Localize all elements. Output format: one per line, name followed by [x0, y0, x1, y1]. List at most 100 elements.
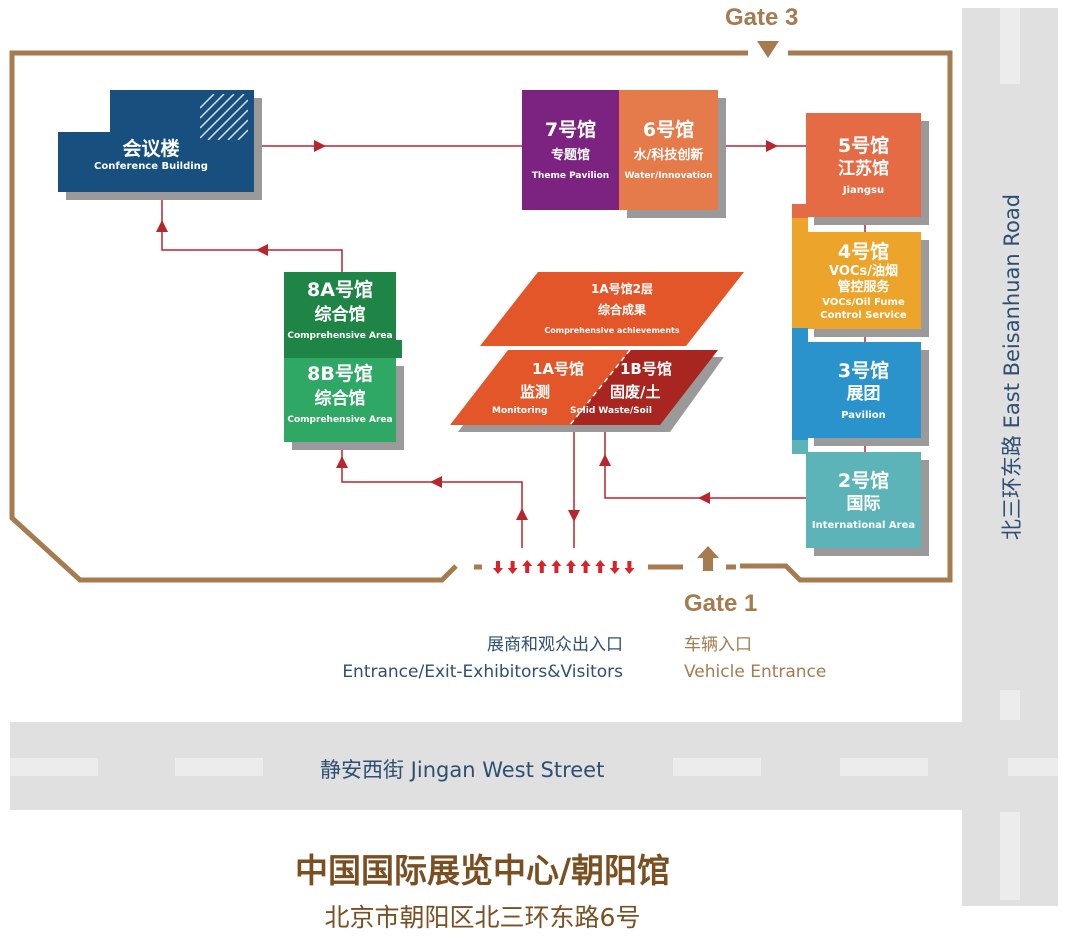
route-arrow-icon [336, 456, 348, 468]
entry-arrow-up-icon [536, 560, 547, 573]
road-dash [1008, 758, 1058, 776]
road-dash [175, 758, 263, 776]
hall-1-divider [569, 349, 631, 426]
exit-arrow-down-icon [624, 561, 635, 574]
hall-1a-level2-number: 1A号馆2层 [591, 282, 653, 296]
hall-4-en2: Control Service [820, 309, 907, 321]
entry-arrow-up-icon [580, 560, 591, 573]
road-dash [673, 758, 761, 776]
hall-1b [570, 350, 718, 425]
conference-cn-overlay: 会议楼 Conference Building [94, 138, 208, 172]
hall-8a-notch [394, 340, 402, 358]
hall-2-number: 2号馆 [837, 469, 890, 492]
site-boundary [740, 50, 953, 583]
route-arrow-icon [156, 220, 168, 232]
hall-8a-en: Comprehensive Area [287, 331, 393, 341]
hatch-pattern-icon [200, 94, 248, 140]
hall-1a-level2 [480, 272, 744, 346]
entry-arrow-up-icon [551, 560, 562, 573]
visitor-entrance-legend: 展商和观众出入口 Entrance/Exit-Exhibitors&Visito… [342, 632, 623, 686]
route-arrow-icon [599, 454, 611, 466]
hall-5-number: 5号馆 [837, 134, 890, 157]
hall-8a[interactable]: 8A号馆 综合馆 Comprehensive Area [284, 272, 396, 358]
site-boundary [9, 50, 748, 583]
hall-3-tab [792, 328, 808, 440]
hall-2-en: International Area [811, 519, 916, 531]
entry-arrow-up-icon [595, 560, 606, 573]
route-arrow-icon [516, 508, 528, 520]
hall-7-en: Theme Pavilion [531, 170, 610, 181]
hall-4-en1: VOCs/Oil Fume [822, 296, 905, 308]
gate1-label: Gate 1 [684, 590, 758, 617]
hall-7[interactable]: 7号馆 专题馆 Theme Pavilion [522, 90, 619, 210]
south-road-label: 静安西街 Jingan West Street [320, 758, 605, 782]
road-dash [1000, 690, 1020, 720]
hall-1a-en: Monitoring [492, 406, 548, 416]
venue-title: 中国国际展览中心/朝阳馆 [294, 851, 671, 890]
hall-4-tab [792, 218, 808, 328]
road-dash [840, 758, 928, 776]
exit-arrow-down-icon [507, 561, 518, 574]
hall-2-tab [792, 440, 808, 454]
hall-2-cn: 国际 [846, 493, 881, 514]
hall-6-number: 6号馆 [642, 118, 695, 141]
hall-3-number: 3号馆 [837, 359, 890, 382]
gate3-arrow-icon [757, 41, 779, 58]
hall-5[interactable]: 5号馆 江苏馆 Jiangsu [806, 113, 921, 217]
hall-4-number: 4号馆 [837, 240, 890, 263]
hall-8b-en: Comprehensive Area [287, 415, 393, 425]
hall-6[interactable]: 6号馆 水/科技创新 Water/Innovation [619, 90, 718, 210]
hall-7-number: 7号馆 [544, 118, 597, 141]
road-dash [1000, 8, 1020, 84]
road-dash [1000, 812, 1020, 900]
hall-3[interactable]: 3号馆 展团 Pavilion [806, 342, 921, 438]
route-arrow-icon [430, 476, 442, 488]
vehicle-entrance-cn: 车辆入口 [684, 635, 752, 655]
hall-8a-cn: 综合馆 [314, 305, 366, 325]
hall-2[interactable]: 2号馆 国际 International Area [806, 452, 921, 548]
exit-arrow-down-icon [493, 561, 503, 574]
visitor-entrance-en: Entrance/Exit-Exhibitors&Visitors [342, 662, 623, 682]
road-dash [10, 758, 98, 776]
hall-8b-cn: 综合馆 [314, 389, 366, 409]
hall-1b-label[interactable]: 1B号馆 固废/土 Solid Waste/Soil [570, 358, 710, 416]
vehicle-entrance-legend: 车辆入口 Vehicle Entrance [684, 632, 826, 686]
hall-5-en: Jiangsu [842, 184, 885, 196]
hall-1a-level2-cn: 综合成果 [597, 303, 646, 317]
gate1-arrow-icon [697, 546, 719, 571]
hall-1b-cn: 固废/土 [610, 383, 661, 401]
route-arrow-icon [256, 244, 268, 256]
visitor-entrance-cn: 展商和观众出入口 [487, 635, 623, 655]
route-arrow-icon [314, 140, 326, 152]
hall-8a-number: 8A号馆 [307, 279, 373, 301]
entry-arrow-up-icon [522, 560, 533, 573]
hall-6-en: Water/Innovation [624, 170, 713, 181]
hall-4-cn2: 管控服务 [837, 279, 890, 295]
route-arrow-icon [766, 140, 778, 152]
hall-1a-label[interactable]: 1A号馆 监测 Monitoring [480, 358, 600, 416]
hall-4-cn1: VOCs/油烟 [829, 263, 898, 279]
hall-6-cn: 水/科技创新 [633, 147, 704, 163]
hall-1a-cn: 监测 [520, 383, 551, 401]
entrance-arrows [493, 560, 635, 574]
hall-1a-number: 1A号馆 [532, 360, 585, 378]
hall-3-en: Pavilion [841, 409, 886, 421]
hall-3-cn: 展团 [846, 383, 881, 404]
vehicle-entrance-en: Vehicle Entrance [684, 662, 827, 682]
hall-8b[interactable]: 8B号馆 综合馆 Comprehensive Area [284, 358, 396, 442]
hall-1b-en: Solid Waste/Soil [570, 406, 652, 416]
route-arrow-icon [698, 492, 710, 504]
hall-4[interactable]: 4号馆 VOCs/油烟 管控服务 VOCs/Oil Fume Control S… [806, 232, 921, 329]
hall-1a-level2-label[interactable]: 1A号馆2层 综合成果 Comprehensive achievements [480, 280, 744, 335]
hall-5-tab [792, 204, 808, 218]
hall-5-cn: 江苏馆 [838, 158, 889, 179]
route-arrow-icon [568, 510, 580, 522]
conference-building[interactable]: 会议楼 Conference Building [58, 132, 254, 192]
gate3-label: Gate 3 [725, 4, 799, 31]
hall-8b-number: 8B号馆 [307, 363, 373, 385]
venue-address: 北京市朝阳区北三环东路6号 [324, 903, 641, 932]
hall-7-cn: 专题馆 [550, 147, 590, 163]
entry-arrow-up-icon [566, 560, 576, 573]
